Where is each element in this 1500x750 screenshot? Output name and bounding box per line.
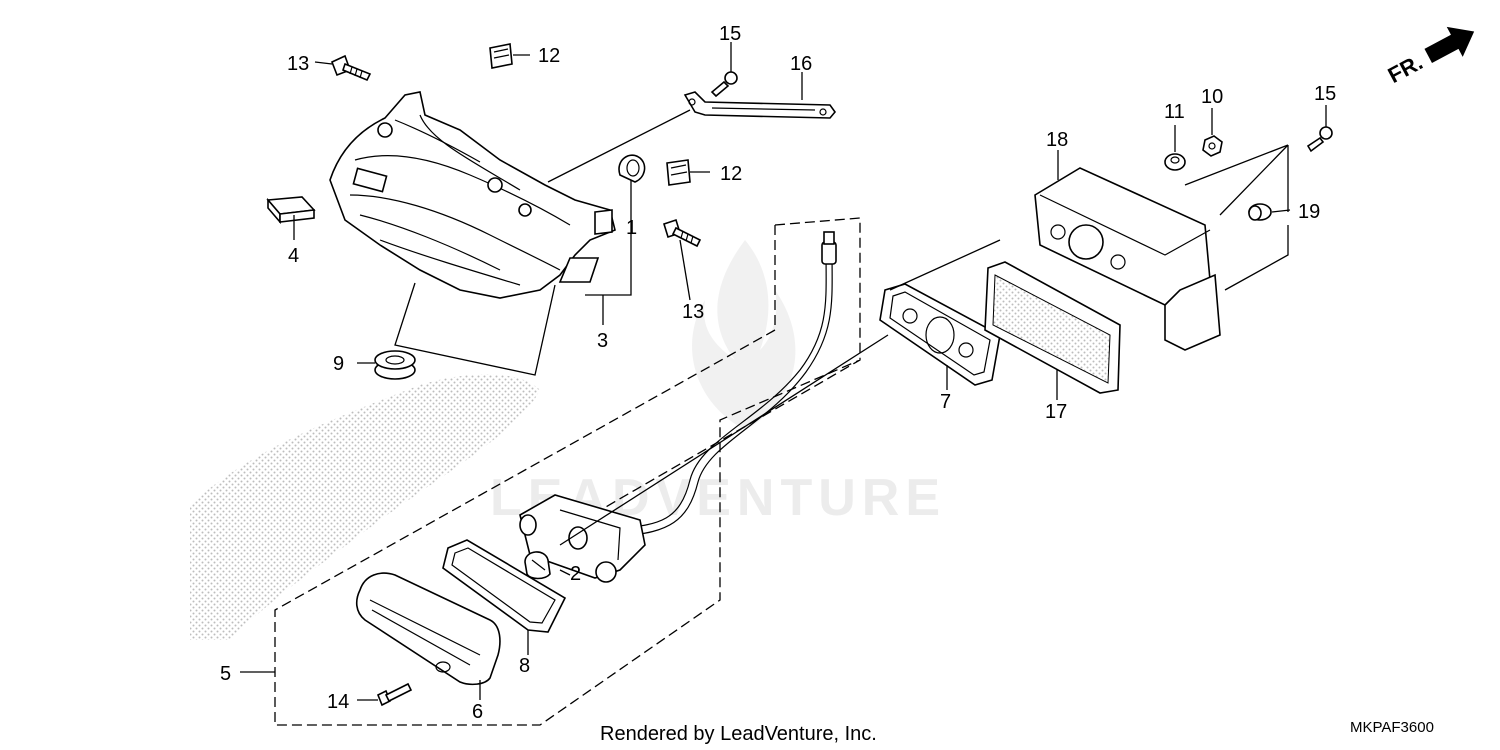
- callout-7: 7: [940, 391, 951, 413]
- part-13-bolt-middle: [663, 218, 702, 248]
- part-11-collar: [1164, 153, 1186, 171]
- diagram-code: MKPAF3600: [1350, 719, 1434, 736]
- part-15-screw-right: [1306, 126, 1333, 153]
- callout-15-center: 15: [719, 23, 741, 45]
- callout-10: 10: [1201, 86, 1223, 108]
- part-2-bulb: [524, 551, 551, 580]
- callout-17: 17: [1045, 401, 1067, 423]
- callout-12-middle: 12: [720, 163, 742, 185]
- part-10-nut: [1202, 135, 1223, 157]
- callout-5: 5: [220, 663, 231, 685]
- part-18-reflector-bracket: [1034, 167, 1221, 351]
- callout-3: 3: [597, 330, 608, 352]
- callout-8: 8: [519, 655, 530, 677]
- part-16-stay: [683, 91, 837, 119]
- rendered-by-footer: Rendered by LeadVenture, Inc.: [600, 723, 877, 745]
- part-7-gasket: [879, 283, 1001, 386]
- part-9-grommet: [374, 350, 416, 380]
- callout-19: 19: [1298, 201, 1320, 223]
- callout-16: 16: [790, 53, 812, 75]
- arrow-right-icon: [1424, 26, 1475, 64]
- callout-9: 9: [333, 353, 344, 375]
- callout-14: 14: [327, 691, 349, 713]
- part-13-bolt-top: [330, 54, 372, 82]
- callout-12-top: 12: [538, 45, 560, 67]
- callout-labels: 13 12 15 16 12 1 4 13 3 9 2 8 5 6 14 7 1…: [220, 23, 1336, 723]
- part-17-reflector: [984, 261, 1121, 394]
- callout-1: 1: [626, 217, 637, 239]
- part-4-cushion: [266, 196, 316, 225]
- part-1-clamp: [618, 154, 646, 183]
- part-12-clip-top: [489, 43, 513, 69]
- callout-13-middle: 13: [682, 301, 704, 323]
- callout-11: 11: [1164, 101, 1185, 123]
- callout-18: 18: [1046, 129, 1068, 151]
- leader-lines: [240, 42, 1327, 701]
- callout-2: 2: [570, 563, 581, 585]
- part-6-lens: [355, 572, 501, 686]
- stippled-housing-ghost: [190, 374, 540, 640]
- wire-harness: [619, 231, 837, 537]
- front-label: FR.: [1384, 49, 1427, 88]
- part-15-screw-center: [710, 71, 738, 98]
- callout-6: 6: [472, 701, 483, 723]
- front-direction-indicator: FR.: [1384, 26, 1475, 88]
- part-19-grommet: [1248, 203, 1272, 221]
- watermark-flame-icon: [692, 240, 796, 430]
- taillight-housing: [329, 91, 616, 299]
- license-light-body: [519, 494, 646, 583]
- callout-4: 4: [288, 245, 299, 267]
- part-12-clip-middle: [666, 159, 691, 186]
- callout-13-top: 13: [287, 53, 309, 75]
- callout-15-right: 15: [1314, 83, 1336, 105]
- part-14-screw: [376, 682, 413, 707]
- part-8-gasket: [442, 539, 567, 633]
